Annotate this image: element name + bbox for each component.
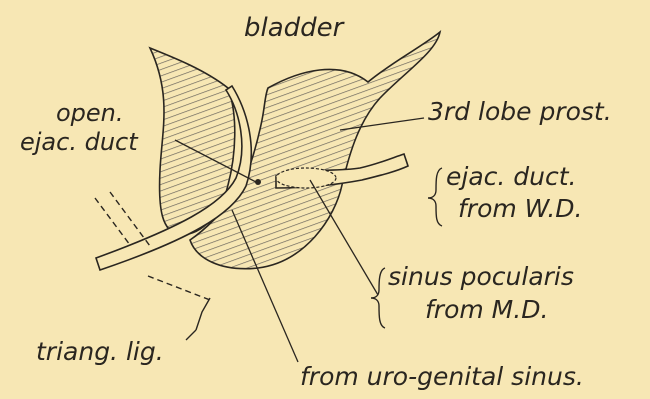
- label-from-md: from M.D.: [425, 295, 548, 324]
- label-open: open.: [56, 99, 124, 127]
- label-triang-lig: triang. lig.: [36, 337, 164, 366]
- brace-ejac-duct: [428, 168, 442, 226]
- label-from-wd: from W.D.: [458, 194, 583, 223]
- label-uro-genital: from uro-genital sinus.: [300, 362, 584, 391]
- brace-sinus: [371, 268, 385, 328]
- label-ejac-duct: ejac. duct.: [446, 162, 577, 191]
- leader-triang: [186, 330, 196, 340]
- sinus-pocularis: [276, 168, 336, 188]
- label-bladder: bladder: [244, 13, 346, 43]
- label-ejac-duct-opening: ejac. duct: [20, 128, 139, 156]
- label-third-lobe: 3rd lobe prost.: [428, 97, 612, 126]
- leader-sinus: [310, 180, 378, 295]
- label-sinus-pocularis: sinus pocularis: [388, 262, 574, 291]
